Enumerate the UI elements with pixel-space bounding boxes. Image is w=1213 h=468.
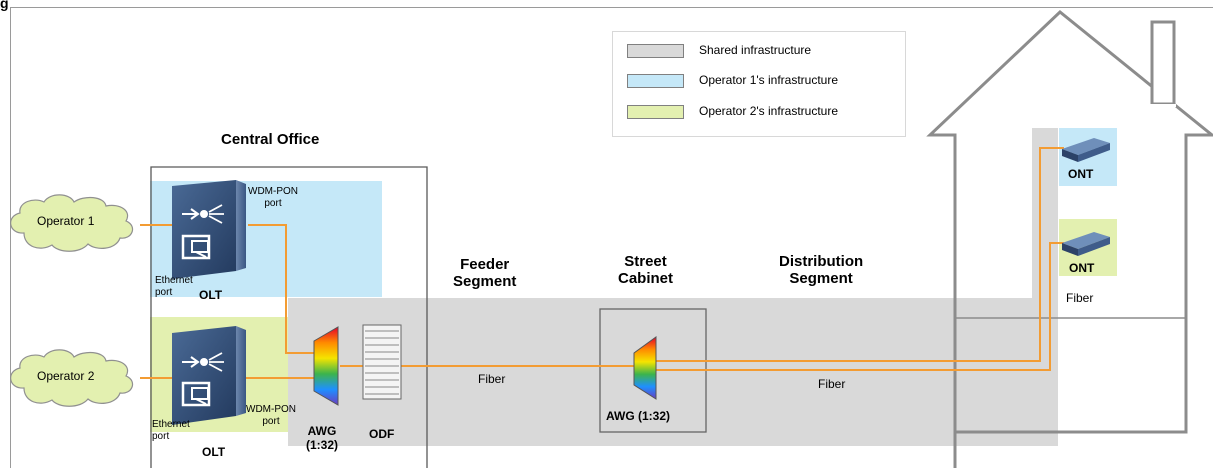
operator2-label: Operator 2	[37, 369, 95, 383]
olt-bottom-device	[172, 326, 246, 425]
fiber-dist-bottom	[656, 242, 1064, 371]
legend: Shared infrastructure Operator 1's infra…	[612, 31, 906, 137]
odf-label: ODF	[369, 427, 395, 441]
olt-bottom-label: OLT	[202, 445, 226, 459]
house-outline	[926, 10, 1213, 468]
street-cabinet-label: Street Cabinet	[618, 253, 674, 288]
awg-central-office-label: AWG (1:32)	[306, 424, 339, 452]
legend-label-operator1: Operator 1's infrastructure	[699, 73, 839, 87]
legend-label-operator2: Operator 2's infrastructure	[699, 104, 839, 118]
operator1-label: Operator 1	[37, 214, 95, 228]
olt-top-label: OLT	[199, 288, 223, 302]
central-office-title: Central Office	[221, 131, 320, 148]
fiber-feeder-label: Fiber	[478, 372, 506, 386]
central-office-box	[150, 166, 428, 468]
awg-street-cabinet-label: AWG (1:32)	[606, 409, 671, 423]
olt-top-ethernet-port-label: Ethernet port	[155, 275, 193, 298]
fiber-lines	[140, 147, 1064, 379]
legend-swatch-operator1	[627, 74, 684, 88]
chimney-cover	[1150, 104, 1176, 107]
feeder-segment-label: Feeder Segment	[453, 256, 517, 291]
house-chimney	[1150, 20, 1176, 106]
ont-top-device	[1062, 138, 1110, 162]
olt-bottom-ethernet-port-label: Ethernet port	[152, 419, 190, 442]
odf-rack	[362, 324, 402, 400]
fiber-olt1-to-awg	[248, 224, 314, 354]
fiber-distribution-label: Fiber	[818, 377, 846, 391]
figure-label: g	[0, 0, 9, 11]
legend-swatch-operator2	[627, 105, 684, 119]
awg-street-cabinet	[633, 336, 657, 400]
distribution-segment-label: Distribution Segment	[779, 253, 864, 288]
ont-bottom-label: ONT	[1069, 261, 1095, 275]
fiber-dist-top	[656, 147, 1064, 362]
ont-top-label: ONT	[1068, 167, 1094, 181]
olt-top-device	[172, 180, 246, 279]
olt-bottom-wdm-port-label: WDM-PON port	[246, 404, 296, 427]
operator2-cloud	[10, 349, 134, 407]
olt-top-wdm-port-label: WDM-PON port	[248, 186, 298, 209]
operator1-cloud	[10, 194, 134, 252]
fiber-house-label: Fiber	[1066, 291, 1094, 305]
ont-bottom-device	[1062, 232, 1110, 256]
awg-central-office	[313, 326, 339, 406]
legend-swatch-shared	[627, 44, 684, 58]
legend-label-shared: Shared infrastructure	[699, 43, 812, 57]
